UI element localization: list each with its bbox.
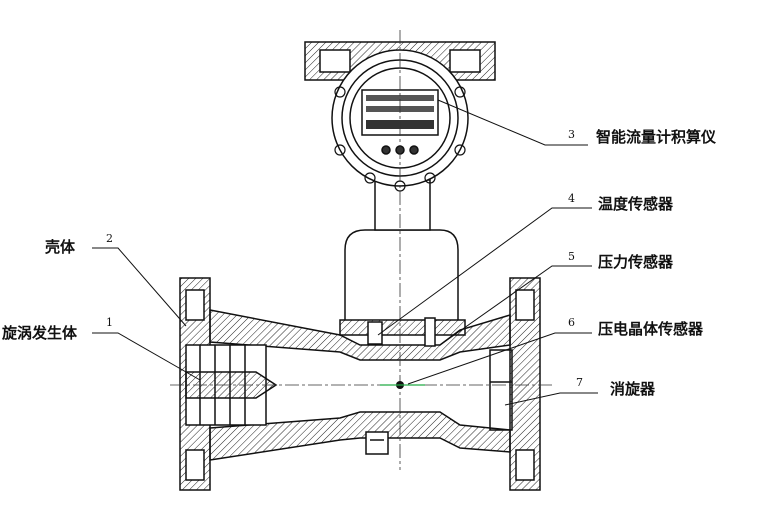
part-number-4: 4 bbox=[568, 192, 575, 205]
deswirler bbox=[489, 349, 513, 431]
pressure-sensor bbox=[424, 317, 436, 347]
label-pressure-sensor: 压力传感器 bbox=[598, 253, 674, 271]
part-number-2: 2 bbox=[106, 232, 113, 245]
label-vortex-generator: 旋涡发生体 bbox=[2, 324, 78, 342]
part-number-1: 1 bbox=[106, 316, 113, 329]
leader-lines bbox=[92, 99, 598, 406]
part-number-3: 3 bbox=[568, 128, 575, 141]
housing bbox=[179, 41, 541, 491]
label-flow-totalizer: 智能流量计积算仪 bbox=[596, 128, 717, 146]
part-number-5: 5 bbox=[568, 250, 575, 263]
label-deswirler: 消旋器 bbox=[610, 380, 656, 398]
center-lines bbox=[170, 30, 555, 470]
label-housing: 壳体 bbox=[45, 238, 76, 256]
part-number-7: 7 bbox=[576, 376, 583, 389]
temperature-sensor bbox=[367, 321, 383, 345]
part-number-6: 6 bbox=[568, 316, 575, 329]
label-piezo-sensor: 压电晶体传感器 bbox=[598, 320, 704, 338]
label-temperature-sensor: 温度传感器 bbox=[598, 195, 674, 213]
